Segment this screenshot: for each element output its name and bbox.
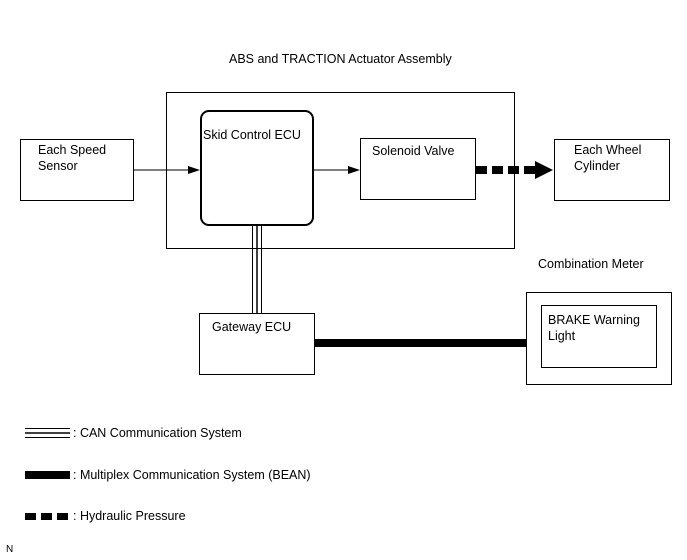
wheel-cylinder-block: Each Wheel Cylinder: [554, 139, 670, 201]
combination-meter-outline: [526, 292, 672, 385]
combination-meter-label: Combination Meter: [538, 257, 644, 271]
sensor-to-ecu-arrowhead: [188, 166, 200, 174]
wheel-cylinder-label: Each Wheel Cylinder: [574, 143, 642, 173]
solenoid-valve-label: Solenoid Valve: [372, 144, 455, 158]
hydraulic-pressure-arrow: [476, 161, 553, 179]
legend-multiplex-symbol: [25, 471, 70, 479]
legend-hydraulic-symbol: [25, 513, 68, 520]
legend-multiplex-label: : Multiplex Communication System (BEAN): [73, 468, 311, 482]
ecu-to-valve-arrowhead: [348, 166, 360, 174]
brake-warning-light-block: BRAKE Warning Light: [541, 305, 657, 368]
assembly-title: ABS and TRACTION Actuator Assembly: [229, 52, 452, 66]
can-communication-line: [252, 226, 262, 313]
multiplex-communication-line: [315, 339, 526, 347]
speed-sensor-label: Each Speed Sensor: [38, 143, 107, 173]
corner-mark: N: [6, 544, 14, 555]
skid-control-ecu-label: Skid Control ECU: [203, 128, 301, 142]
legend-can-label: : CAN Communication System: [73, 426, 242, 440]
legend-can-symbol: [25, 428, 70, 438]
legend-hydraulic-label: : Hydraulic Pressure: [73, 509, 186, 523]
brake-warning-light-label: BRAKE Warning Light: [548, 313, 640, 343]
speed-sensor-block: Each Speed Sensor: [20, 139, 134, 201]
skid-control-ecu-block: Skid Control ECU: [200, 110, 314, 226]
gateway-ecu-label: Gateway ECU: [212, 320, 292, 334]
solenoid-valve-block: Solenoid Valve: [360, 138, 476, 200]
gateway-ecu-block: Gateway ECU: [199, 313, 315, 375]
